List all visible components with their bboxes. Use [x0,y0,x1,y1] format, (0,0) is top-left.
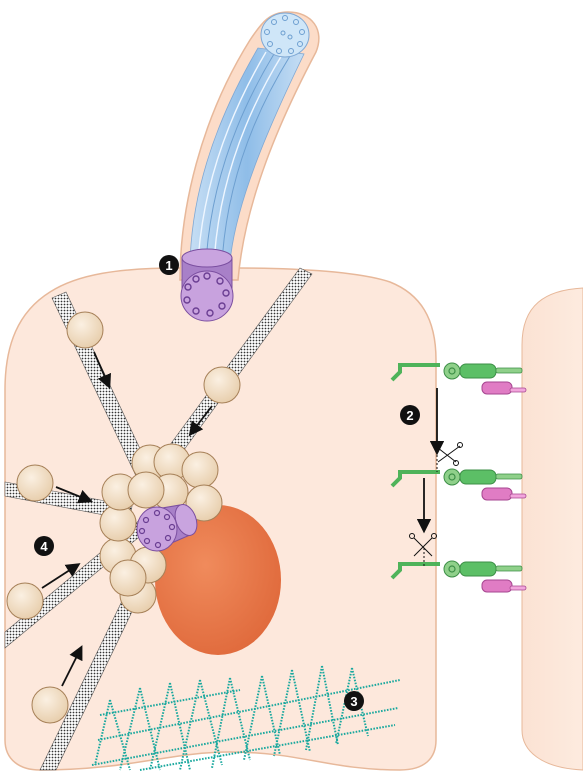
callout-3-label: 3 [350,694,357,709]
vesicle [17,465,53,501]
scissors-icon [437,443,463,473]
callout-4-label: 4 [40,539,48,554]
callout-3: 3 [344,691,364,711]
basal-body [181,249,233,321]
vesicle [32,687,68,723]
cilium-tip [261,13,309,57]
vesicle [110,560,146,596]
callout-1: 1 [159,255,179,275]
cilium [180,12,319,280]
callout-4: 4 [34,536,54,556]
vesicle [67,312,103,348]
callout-2: 2 [400,405,420,425]
vesicle [7,583,43,619]
neighbor-cell [522,288,583,770]
vesicle [100,505,136,541]
callout-2-label: 2 [406,408,413,423]
vesicle [204,367,240,403]
callout-1-label: 1 [165,258,172,273]
vesicle [128,472,164,508]
vesicle [182,452,218,488]
